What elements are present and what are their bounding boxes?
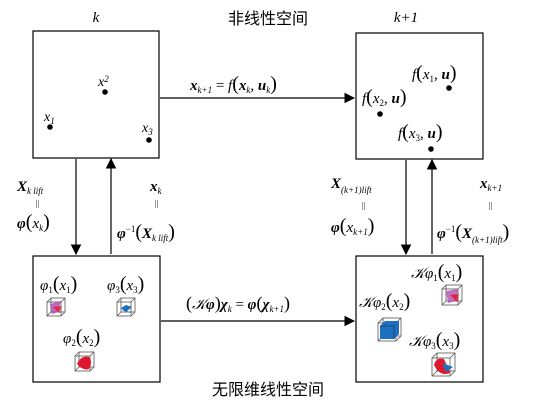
svg-text:φ−1(Xk lift): φ−1(Xk lift)	[117, 221, 175, 243]
svg-text:xk: xk	[149, 179, 163, 196]
svg-text:||: ||	[362, 201, 365, 210]
tr-points: f(x1, u) f(x2, u) f(x3, u)	[362, 62, 457, 152]
br-cube-1	[441, 284, 463, 306]
point-fx1	[446, 85, 452, 91]
point-x3	[146, 137, 152, 143]
svg-text:Xk lift: Xk lift	[16, 179, 44, 196]
point-x2	[102, 89, 108, 95]
mid-col-label: xk || φ−1(Xk lift)	[117, 179, 175, 243]
br-labels: 𝒦φ1(x1) 𝒦φ2(x2) 𝒦φ3(x3)	[359, 261, 462, 351]
point-fx3	[428, 146, 434, 152]
label-x2: x2	[97, 74, 109, 90]
box-bottom-left	[32, 255, 161, 383]
svg-text:𝒦φ2(x2): 𝒦φ2(x2)	[359, 290, 410, 312]
bottom-title: 无限维线性空间	[212, 380, 324, 399]
label-x1: x1	[43, 110, 55, 126]
svg-text:φ2(x2): φ2(x2)	[63, 326, 100, 348]
box-bottom-right	[355, 255, 484, 383]
bl-cube-2	[74, 351, 95, 372]
left-col-label: Xk lift || φ(xk)	[16, 179, 50, 233]
point-fx2	[377, 111, 383, 117]
col-right-label: k+1	[394, 10, 418, 26]
box-top-left	[32, 30, 160, 159]
bl-cube-1	[46, 297, 66, 317]
tl-points: x2 x1 x3	[43, 74, 153, 143]
label-x3: x3	[141, 121, 153, 137]
point-x1	[47, 124, 53, 130]
box-top-right	[355, 32, 484, 160]
svg-text:||: ||	[155, 199, 158, 208]
br-cube-2	[377, 317, 402, 342]
svg-text:φ−1(X(k+1)lift): φ−1(X(k+1)lift)	[437, 221, 509, 245]
svg-text:φ3(x3): φ3(x3)	[107, 273, 144, 295]
right-col1-label: X(k+1)lift || φ(xk+1)	[330, 176, 374, 237]
svg-text:X(k+1)lift: X(k+1)lift	[330, 176, 372, 195]
svg-text:xk+1: xk+1	[479, 176, 502, 193]
bl-labels: φ1(x1) φ3(x3) φ2(x2)	[40, 273, 144, 348]
top-arrow-label: xk+1 = f(xk, uk)	[189, 73, 277, 95]
label-f-x2: f(x2, u)	[362, 86, 407, 108]
svg-text:φ1(x1): φ1(x1)	[40, 273, 77, 295]
svg-text:φ(xk): φ(xk)	[17, 211, 50, 233]
bottom-arrow-label: (𝒦φ)χk = φ(χk+1)	[186, 293, 290, 314]
col-left-label: k	[93, 10, 100, 26]
right-col2-label: xk+1 || φ−1(X(k+1)lift)	[437, 176, 509, 245]
svg-text:𝒦φ1(x1): 𝒦φ1(x1)	[411, 261, 462, 283]
br-cube-3	[431, 352, 456, 377]
label-f-x1: f(x1, u)	[412, 62, 457, 84]
label-f-x3: f(x3, u)	[398, 121, 443, 143]
bl-cube-3	[116, 297, 136, 317]
top-title: 非线性空间	[228, 9, 308, 28]
svg-text:||: ||	[36, 199, 39, 208]
svg-text:φ(xk+1): φ(xk+1)	[331, 215, 374, 237]
svg-text:𝒦φ3(x3): 𝒦φ3(x3)	[409, 329, 460, 351]
svg-text:||: ||	[489, 201, 492, 210]
